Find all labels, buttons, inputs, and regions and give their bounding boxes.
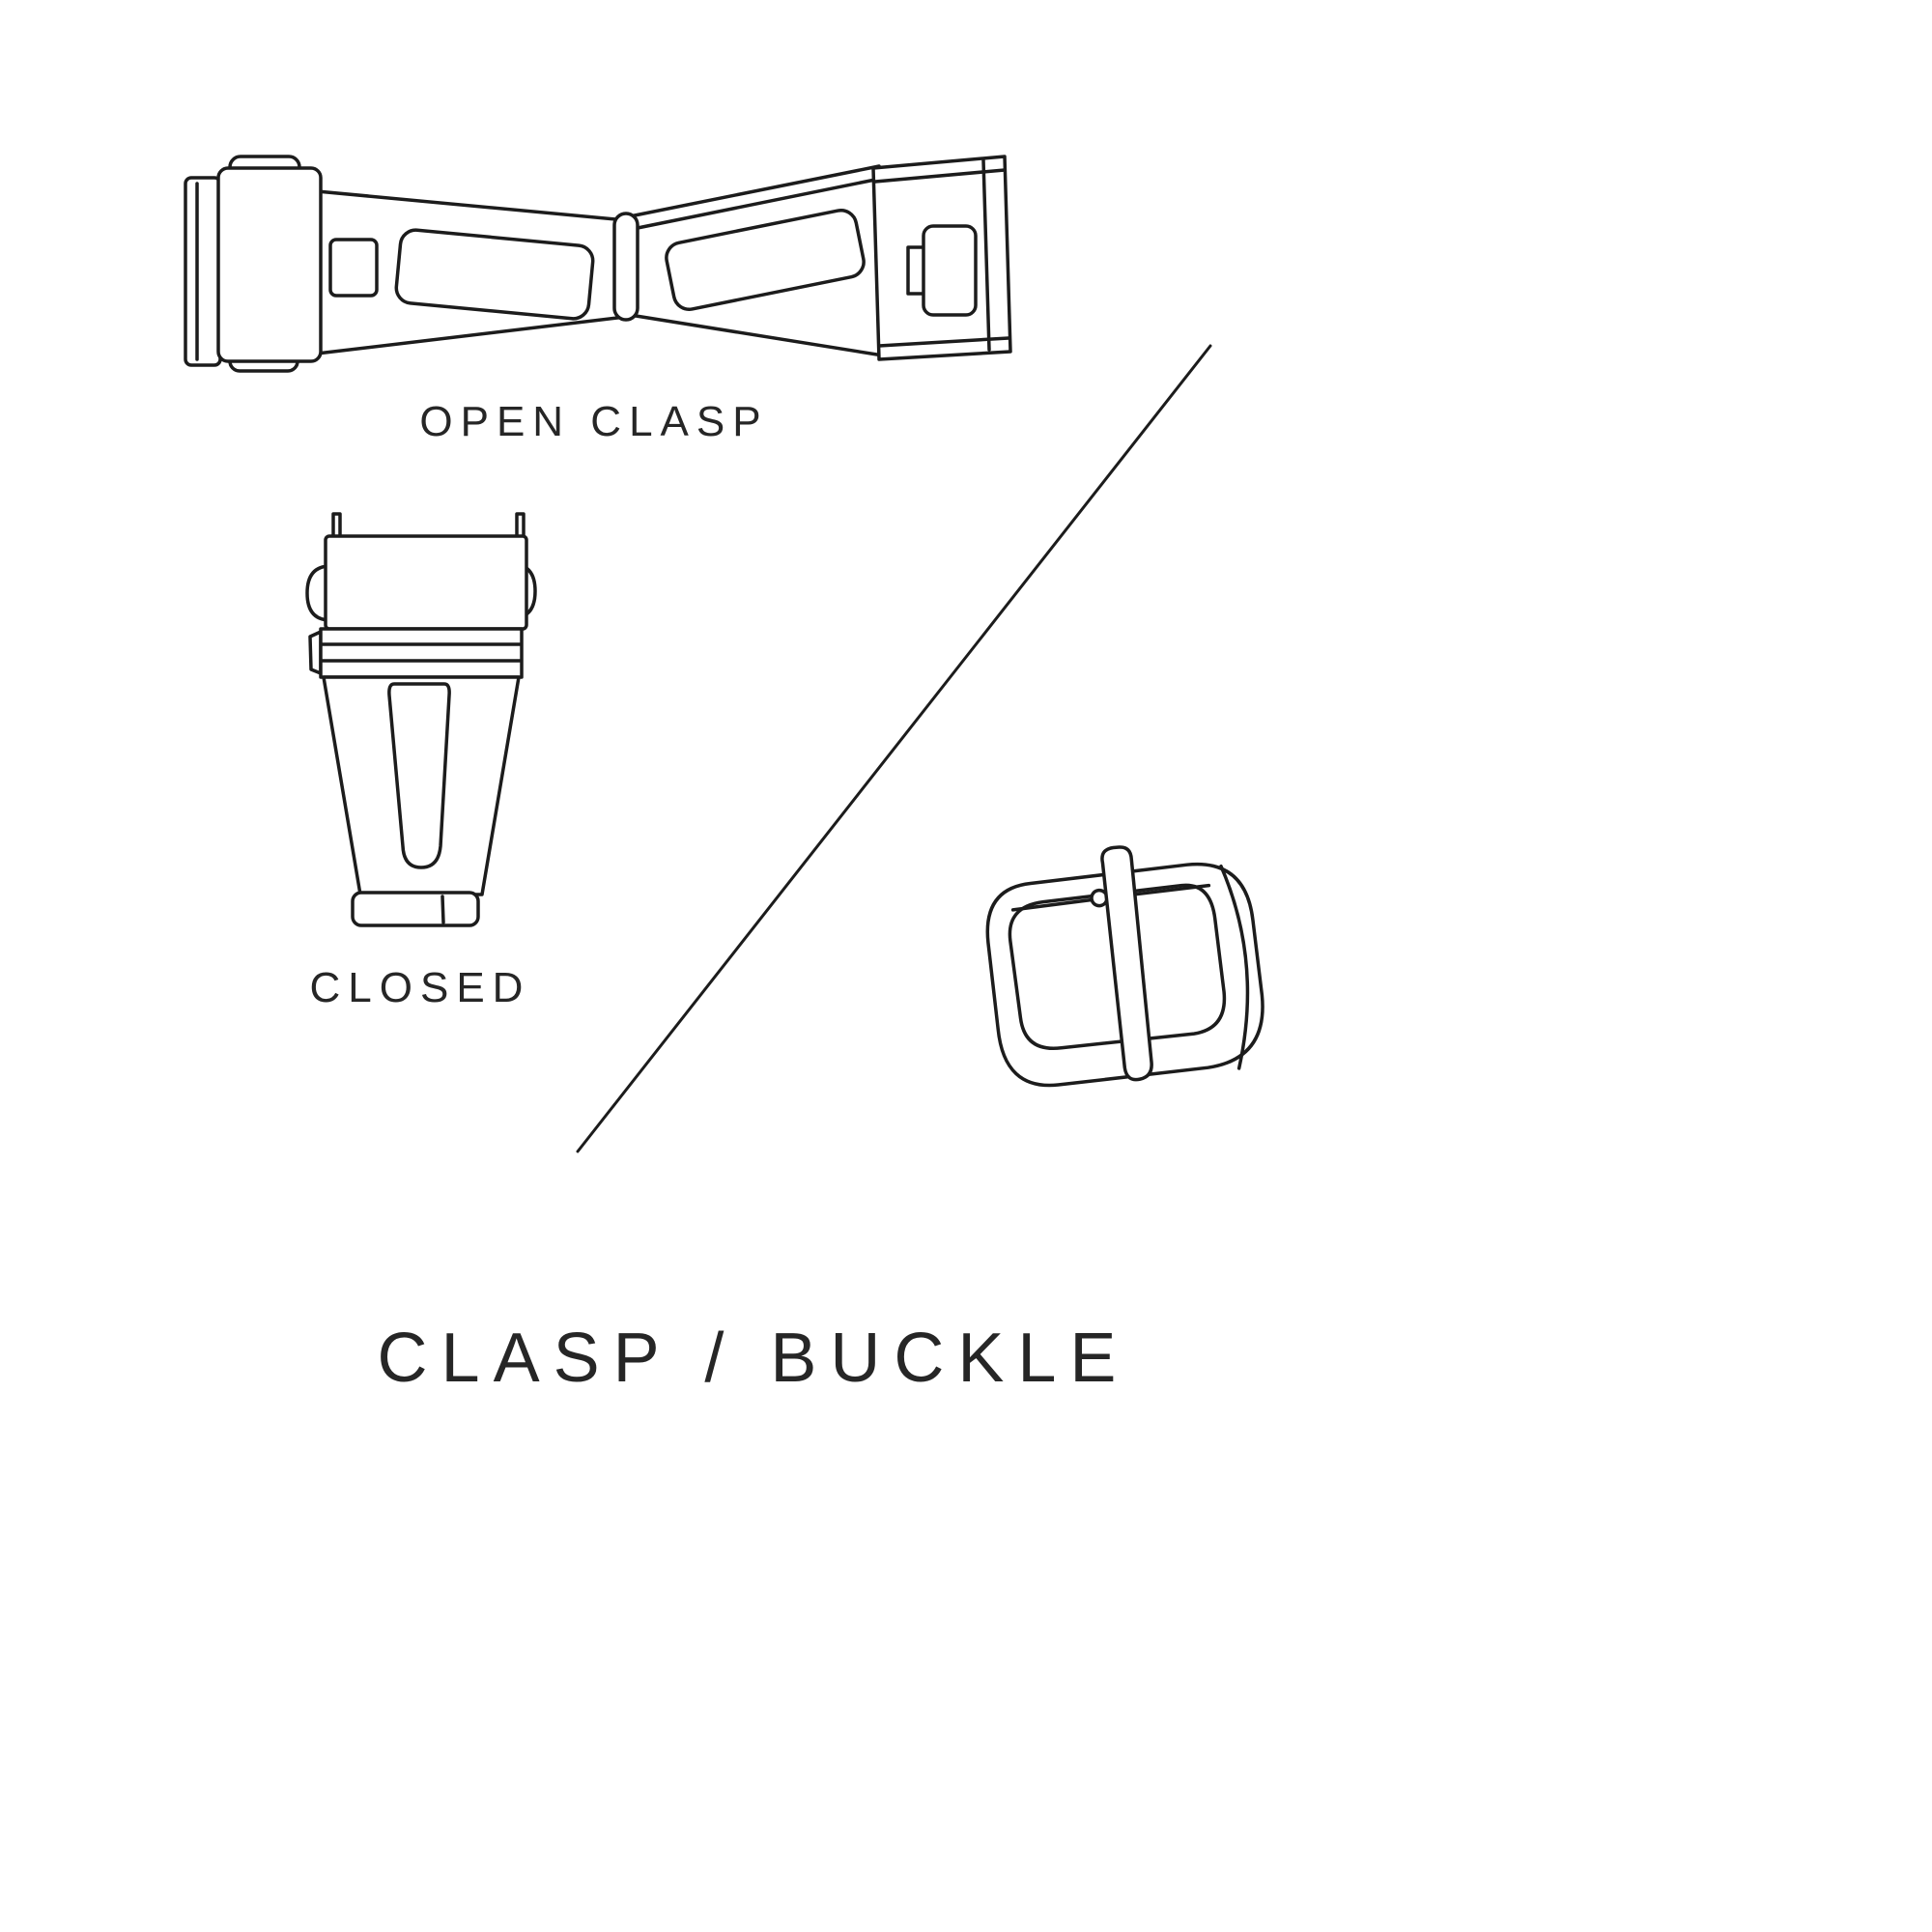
buckle-illustration bbox=[985, 845, 1264, 1088]
clasp-end-plate bbox=[184, 176, 222, 367]
closed-body bbox=[322, 675, 521, 896]
closed-band bbox=[319, 627, 524, 679]
clasp-catch bbox=[922, 224, 978, 317]
clasp-left-window bbox=[394, 228, 595, 321]
open-clasp-label: OPEN CLASP bbox=[419, 398, 769, 445]
clasp-hinge bbox=[612, 212, 639, 322]
open-clasp-illustration bbox=[184, 155, 1012, 373]
clasp-left-block bbox=[216, 166, 323, 363]
page-title: CLASP / BUCKLE bbox=[377, 1320, 1130, 1397]
closed-clasp-illustration bbox=[305, 512, 537, 927]
closed-foot bbox=[351, 891, 480, 927]
closed-cover bbox=[324, 534, 528, 631]
closed-window bbox=[387, 682, 451, 869]
buckle-pin bbox=[1100, 845, 1153, 1082]
closed-clasp-label: CLOSED bbox=[309, 964, 531, 1011]
clasp-right-window bbox=[665, 209, 866, 311]
clasp-latch bbox=[328, 238, 379, 298]
